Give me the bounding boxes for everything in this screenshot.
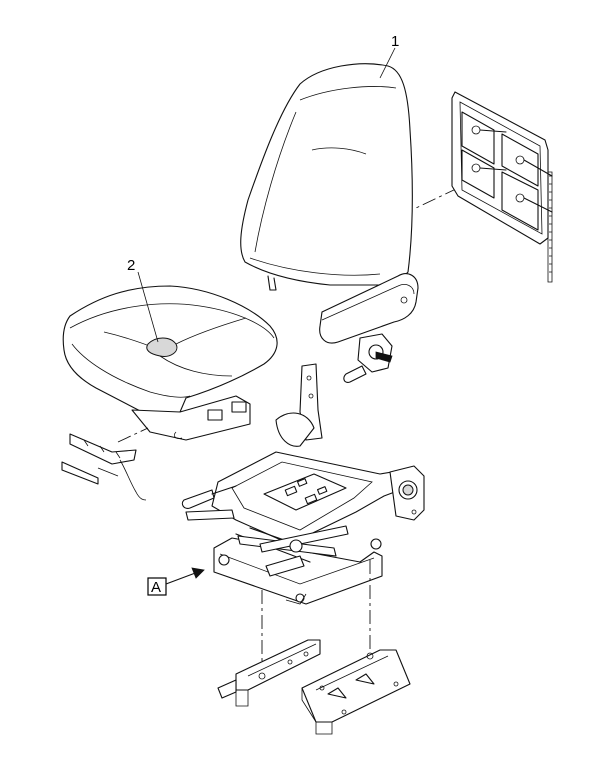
seat-back — [240, 63, 413, 291]
seat-cushion — [62, 285, 278, 415]
view-a-arrow-head — [191, 567, 205, 579]
cushion-base — [131, 395, 251, 441]
slide-leader — [117, 427, 149, 443]
back-panel-leader — [415, 187, 459, 209]
mounting-bracket-left — [217, 639, 321, 707]
view-a-label: A — [151, 579, 161, 596]
mounting-bracket-right — [301, 649, 411, 735]
callout-2-label: 2 — [127, 257, 135, 274]
armrest — [319, 273, 419, 344]
callout-1-label: 1 — [391, 33, 399, 50]
back-panel — [451, 91, 553, 283]
callout-1-leader — [379, 47, 396, 79]
view-a-box — [147, 577, 167, 596]
suspension-assembly — [181, 363, 425, 605]
view-a-arrow-shaft — [165, 571, 199, 585]
view-a-marker: A — [147, 567, 205, 596]
slide-bracket — [61, 433, 147, 501]
recline-mechanism — [343, 333, 393, 383]
callout-2-leader — [137, 271, 159, 343]
